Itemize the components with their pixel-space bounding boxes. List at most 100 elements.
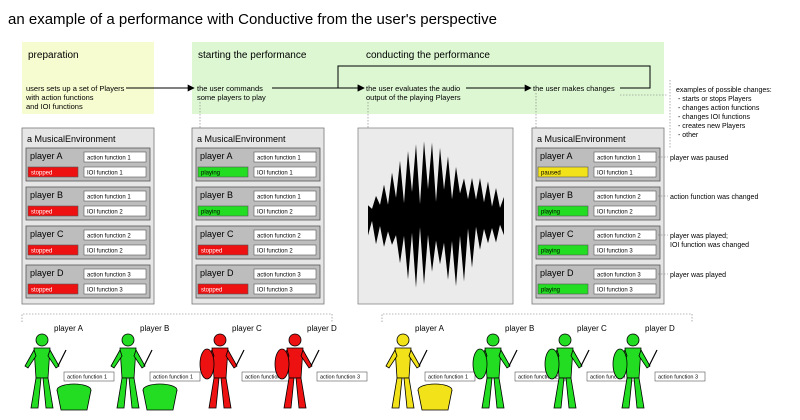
loop-arrow xyxy=(337,65,651,92)
audio-waveform xyxy=(368,141,504,288)
musician-figure xyxy=(472,333,518,409)
ioi-function-label: IOI function 1 xyxy=(597,171,633,177)
changes-note-item: - changes IOI functions xyxy=(678,114,750,121)
changes-note-heading: examples of possible changes: xyxy=(676,87,772,94)
player-status-badge xyxy=(537,244,589,256)
figure-action-label: action function 1 xyxy=(153,375,193,381)
action-function-box xyxy=(593,151,657,163)
figure-action-label: action function 1 xyxy=(428,375,468,381)
musician-figure xyxy=(385,333,453,411)
action-function-box xyxy=(253,151,317,163)
player-status-badge xyxy=(27,166,79,178)
performance-panel xyxy=(192,42,664,114)
player-status-badge xyxy=(27,205,79,217)
step-eval-line1: the user evaluates the audio xyxy=(366,84,460,93)
ioi-function-box xyxy=(83,244,147,256)
step-prep-line2: with action functions xyxy=(25,93,94,102)
change-annotation: IOI function was changed xyxy=(670,242,749,249)
phase-starting-label: starting the performance xyxy=(198,50,307,61)
player-status-badge xyxy=(197,166,249,178)
action-function-label: action function 2 xyxy=(257,234,301,240)
figure-player-name: player C xyxy=(232,324,262,333)
musician-figure xyxy=(274,333,320,409)
change-annotation: action function was changed xyxy=(670,194,758,201)
action-function-label: action function 2 xyxy=(597,195,641,201)
player-status-badge xyxy=(27,244,79,256)
step-prep-line3: and IOI functions xyxy=(26,102,83,111)
player-name: player D xyxy=(540,268,574,278)
player-status-badge xyxy=(537,283,589,295)
figure-player-name: player A xyxy=(54,324,84,333)
figure-player-name: player B xyxy=(140,324,169,333)
change-annotation: player was played; xyxy=(670,233,728,240)
change-annotation: player was played xyxy=(670,272,726,279)
changes-note-item: - other xyxy=(678,132,699,139)
player-status-badge xyxy=(27,283,79,295)
action-function-box xyxy=(593,268,657,280)
musician-figure xyxy=(544,333,590,409)
action-function-box xyxy=(253,229,317,241)
player-status: stopped xyxy=(201,249,222,255)
figure-action-label: action function 2 xyxy=(245,375,285,381)
diagram-title: an example of a performance with Conduct… xyxy=(8,11,497,28)
figure-action-box xyxy=(63,371,115,382)
action-function-label: action function 1 xyxy=(597,156,641,162)
player-status-badge xyxy=(537,166,589,178)
musician-figure xyxy=(24,333,92,411)
action-function-box xyxy=(83,229,147,241)
action-function-label: action function 2 xyxy=(87,234,131,240)
player-status: stopped xyxy=(31,288,52,294)
phase-preparation-label: preparation xyxy=(28,50,79,61)
ioi-function-box xyxy=(593,205,657,217)
ioi-function-box xyxy=(253,244,317,256)
player-name: player A xyxy=(540,151,573,161)
changes-note-item: - changes action functions xyxy=(678,105,760,112)
player-status: stopped xyxy=(201,288,222,294)
action-function-label: action function 3 xyxy=(597,273,641,279)
change-annotation: player was paused xyxy=(670,155,728,162)
changes-note-item: - starts or stops Players xyxy=(678,96,752,103)
player-name: player C xyxy=(540,229,574,239)
ioi-function-label: IOI function 1 xyxy=(87,171,123,177)
figure-player-name: player D xyxy=(645,324,675,333)
action-function-label: action function 3 xyxy=(87,273,131,279)
figure-player-name: player C xyxy=(577,324,607,333)
ioi-function-box xyxy=(83,205,147,217)
figure-action-box xyxy=(654,371,706,382)
ioi-function-box xyxy=(593,166,657,178)
player-status-badge xyxy=(197,205,249,217)
player-status: playing xyxy=(201,171,220,177)
action-function-box xyxy=(83,268,147,280)
ioi-function-box xyxy=(83,166,147,178)
ioi-function-label: IOI function 2 xyxy=(257,210,293,216)
figure-row-bracket xyxy=(381,313,693,322)
player-name: player D xyxy=(200,268,234,278)
figure-action-box xyxy=(149,371,201,382)
musician-figure xyxy=(110,333,178,411)
ioi-function-label: IOI function 1 xyxy=(257,171,293,177)
player-status-badge xyxy=(197,244,249,256)
ioi-function-box xyxy=(253,205,317,217)
action-function-label: action function 1 xyxy=(87,195,131,201)
ioi-function-label: IOI function 3 xyxy=(597,249,633,255)
player-status-badge xyxy=(197,283,249,295)
figure-action-label: action function 3 xyxy=(658,375,698,381)
ioi-function-label: IOI function 2 xyxy=(87,249,123,255)
step-start-line1: the user commands xyxy=(197,84,263,93)
ioi-function-label: IOI function 2 xyxy=(597,210,633,216)
figure-row: player A action function 1 player B action … xyxy=(21,313,368,411)
